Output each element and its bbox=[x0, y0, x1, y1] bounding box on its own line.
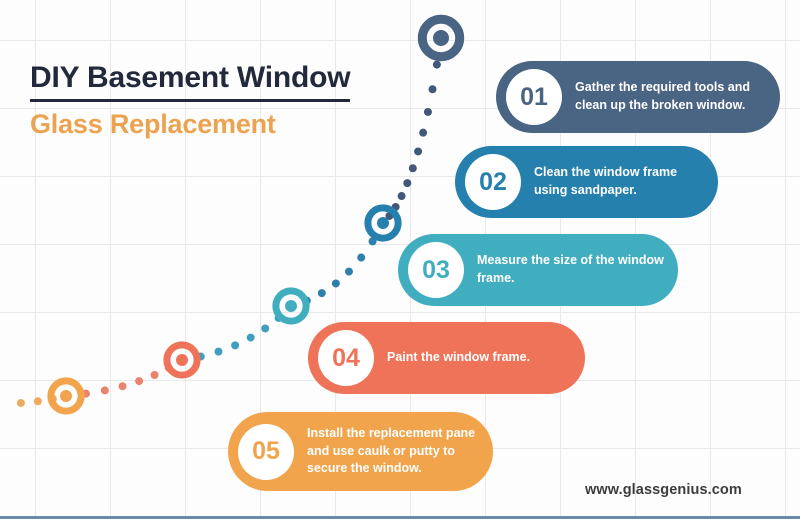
step-card-03[interactable]: 03 Measure the size of the window frame. bbox=[398, 234, 678, 306]
step-card-01[interactable]: 01 Gather the required tools and clean u… bbox=[496, 61, 780, 133]
curve-dot bbox=[408, 164, 417, 173]
step-text-04: Paint the window frame. bbox=[387, 350, 531, 365]
page-title: DIY Basement Window bbox=[30, 62, 351, 102]
marker-ring bbox=[417, 14, 465, 62]
curve-marker-step-01[interactable] bbox=[417, 14, 465, 62]
marker-ring bbox=[364, 204, 402, 242]
curve-marker-step-03[interactable] bbox=[272, 287, 310, 325]
bottom-divider bbox=[0, 516, 800, 519]
step-card-04[interactable]: 04 Paint the window frame. bbox=[308, 322, 585, 394]
curve-dot bbox=[432, 60, 441, 69]
step-number-badge-03: 03 bbox=[408, 242, 464, 298]
curve-dot bbox=[100, 386, 109, 395]
curve-dot bbox=[397, 192, 406, 201]
step-number-badge-05: 05 bbox=[238, 423, 294, 480]
curve-dot bbox=[419, 128, 428, 137]
curve-dot bbox=[118, 382, 127, 391]
marker-core bbox=[377, 217, 389, 229]
step-number-badge-04: 04 bbox=[318, 330, 374, 386]
step-number-badge-02: 02 bbox=[465, 154, 521, 210]
curve-dot bbox=[331, 279, 340, 288]
curve-marker-step-02[interactable] bbox=[364, 204, 402, 242]
curve-dot bbox=[135, 377, 144, 386]
curve-dot bbox=[16, 398, 25, 407]
curve-dot bbox=[428, 85, 437, 94]
step-text-05: Install the replacement pane and use cau… bbox=[307, 425, 476, 476]
website-url[interactable]: www.glassgenius.com bbox=[585, 482, 742, 498]
marker-ring bbox=[272, 287, 310, 325]
curve-dot bbox=[150, 370, 159, 379]
marker-ring bbox=[163, 341, 201, 379]
curve-dot bbox=[246, 333, 255, 342]
curve-dot bbox=[231, 341, 240, 350]
curve-dot bbox=[403, 179, 412, 188]
curve-dot bbox=[423, 107, 432, 116]
step-number-badge-01: 01 bbox=[506, 69, 562, 125]
marker-core bbox=[60, 390, 72, 402]
title-block: DIY Basement Window Glass Replacement bbox=[30, 62, 430, 140]
curve-marker-step-05[interactable] bbox=[47, 377, 85, 415]
step-text-02: Clean the window frame using sandpaper. bbox=[534, 165, 678, 197]
curve-dot bbox=[414, 147, 423, 156]
step-card-05[interactable]: 05 Install the replacement pane and use … bbox=[228, 412, 493, 491]
page-subtitle: Glass Replacement bbox=[30, 108, 276, 139]
curve-dot bbox=[317, 289, 326, 298]
curve-marker-step-04[interactable] bbox=[163, 341, 201, 379]
marker-core bbox=[285, 300, 297, 312]
marker-core bbox=[176, 354, 188, 366]
step-text-01: Gather the required tools and clean up t… bbox=[575, 80, 751, 112]
curve-dot bbox=[357, 253, 366, 262]
step-text-03: Measure the size of the window frame. bbox=[477, 253, 664, 285]
curve-dot bbox=[261, 324, 270, 333]
curve-dot bbox=[214, 347, 223, 356]
curve-dot bbox=[33, 397, 42, 406]
marker-ring bbox=[47, 377, 85, 415]
curve-dot bbox=[344, 267, 353, 276]
marker-core bbox=[433, 30, 449, 46]
step-card-02[interactable]: 02 Clean the window frame using sandpape… bbox=[455, 146, 718, 218]
